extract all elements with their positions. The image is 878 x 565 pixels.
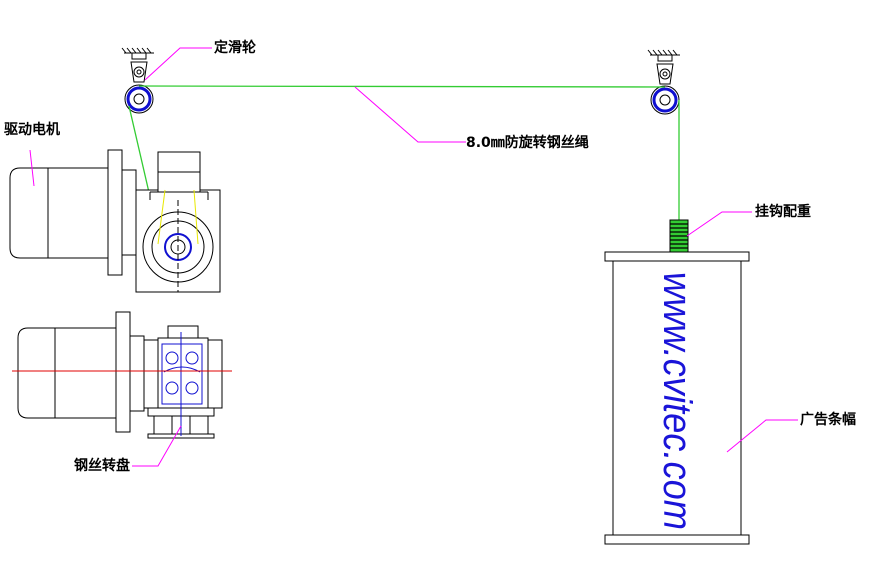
drive-motor-plan <box>17 311 223 439</box>
hook-counterweight <box>669 219 689 253</box>
label-wire-rope: 8.0㎜防旋转钢丝绳 <box>466 134 589 151</box>
label-ad-banner: 广告条幅 <box>800 411 856 428</box>
belt-lines <box>157 189 199 245</box>
label-fixed-pulley: 定滑轮 <box>214 39 256 56</box>
label-drive-motor: 驱动电机 <box>4 121 60 138</box>
drive-motor-front <box>9 149 221 293</box>
label-wire-turntable: 钢丝转盘 <box>74 457 130 474</box>
fixed-pulley-left <box>121 47 154 114</box>
label-hook-weight: 挂钩配重 <box>755 203 811 220</box>
fixed-pulley-right <box>647 49 680 115</box>
ad-banner <box>604 251 750 545</box>
banner-website-text: www.cvitec.com <box>655 272 699 530</box>
leader-lines <box>29 47 798 467</box>
